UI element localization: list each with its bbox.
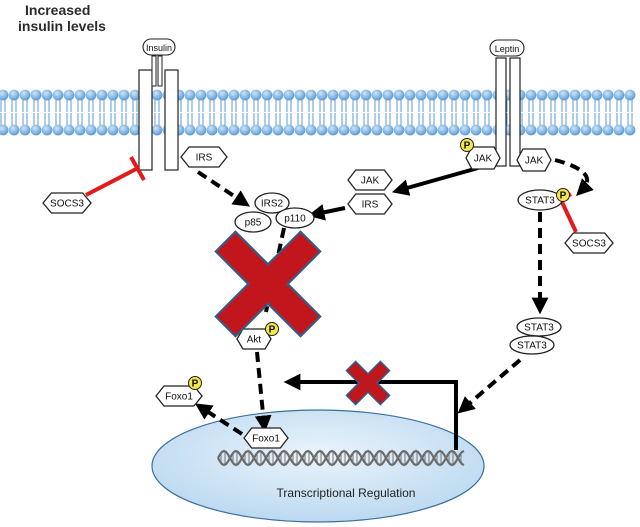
jak-left-phospho: P	[460, 138, 474, 152]
akt-label: Akt	[247, 335, 262, 346]
p85-label: p85	[245, 218, 262, 229]
stat3-bottom-label: STAT3	[517, 341, 547, 352]
stat3-phos-phospho: P	[556, 188, 570, 202]
socs3-right: SOCS3	[564, 232, 614, 254]
stat3-top: STAT3	[516, 317, 562, 337]
dna-helix	[217, 449, 465, 467]
inhibition-socs3-insulin	[85, 166, 139, 197]
akt-phospho: P	[265, 322, 279, 336]
irs-mid: IRS	[347, 193, 393, 215]
arrow-stat3-dimer-to-gene	[457, 358, 522, 414]
svg-text:P: P	[560, 191, 567, 202]
cell-membrane	[0, 89, 636, 136]
title-line-2: insulin levels	[18, 18, 106, 34]
akt: Akt P	[236, 322, 279, 350]
socs3-left: SOCS3	[42, 192, 92, 214]
arrow-akt-to-foxo1	[254, 351, 272, 433]
insulin-label: Insulin	[146, 43, 172, 53]
stat3-phos: STAT3 P	[517, 188, 570, 211]
svg-text:P: P	[269, 325, 276, 336]
leptin-receptor: Leptin	[489, 39, 525, 167]
svg-text:P: P	[192, 379, 199, 390]
foxo1-out-phospho: P	[188, 376, 202, 390]
irs2: IRS2	[254, 192, 290, 214]
irs-left: IRS	[180, 146, 228, 168]
block-x-small	[345, 360, 391, 406]
jak-left-label: JAK	[474, 154, 493, 165]
title-line-1: Increased	[25, 2, 91, 18]
jak-right-label: JAK	[525, 156, 544, 167]
jak-mid-label: JAK	[361, 176, 380, 187]
foxo1-nuc-label: Foxo1	[252, 434, 280, 445]
jak-mid: JAK	[347, 169, 393, 191]
svg-text:P: P	[464, 141, 471, 152]
inhibition-socs3-stat3	[559, 199, 578, 233]
arrow-jak-to-jak-irs	[391, 166, 479, 196]
foxo1-out-label: Foxo1	[165, 392, 193, 403]
stat3-bottom: STAT3	[509, 335, 555, 355]
nucleus-label: Transcriptional Regulation	[277, 486, 416, 500]
irs-mid-label: IRS	[362, 200, 379, 211]
inhibition-socs3-insulin-bar	[129, 156, 146, 181]
insulin-receptor: Insulin	[138, 38, 179, 171]
foxo1-nuc: Foxo1	[243, 427, 289, 449]
p110-label: p110	[284, 214, 306, 225]
p110: p110	[275, 207, 315, 229]
arrow-transcription	[283, 373, 458, 450]
p85: p85	[234, 211, 272, 233]
socs3-left-label: SOCS3	[50, 199, 84, 210]
arrow-irs-to-p110	[307, 204, 346, 221]
foxo1-out: Foxo1 P	[155, 376, 203, 407]
irs-left-label: IRS	[196, 153, 213, 164]
nucleus	[151, 409, 485, 523]
arrow-irs-to-irs2	[196, 170, 250, 207]
arrow-foxo1-out	[194, 403, 244, 436]
jak-right: JAK	[516, 148, 552, 172]
arrow-jak-to-stat3	[554, 158, 594, 196]
block-x-large	[214, 230, 322, 338]
stat3-phos-label: STAT3	[525, 196, 555, 207]
leptin-label: Leptin	[495, 44, 520, 54]
irs2-label: IRS2	[261, 199, 284, 210]
socs3-right-label: SOCS3	[572, 239, 606, 250]
stat3-top-label: STAT3	[524, 323, 554, 334]
